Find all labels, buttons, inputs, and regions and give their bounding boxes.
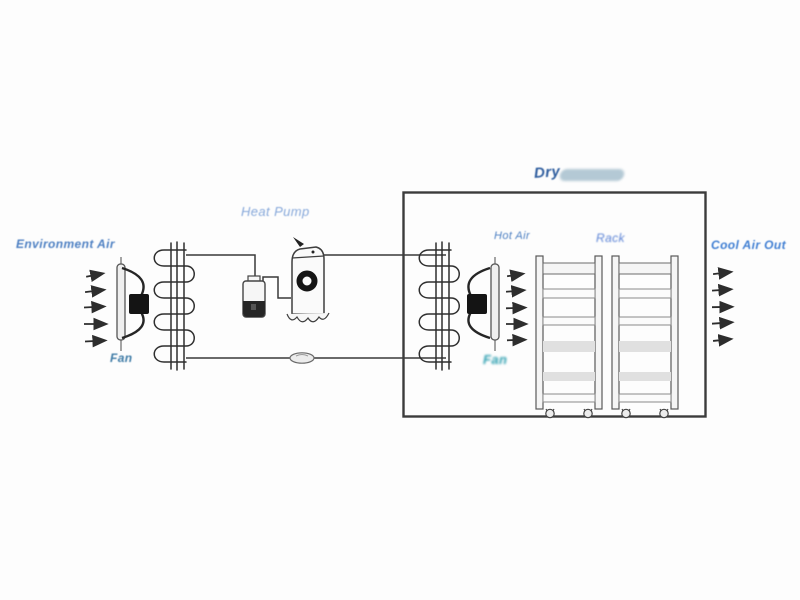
evaporator-coil <box>153 241 195 371</box>
expansion-valve <box>289 352 315 364</box>
fan-left <box>116 257 149 351</box>
fan-right-blade-plate <box>490 263 500 341</box>
heat-pump-label: Heat Pump <box>241 204 310 219</box>
blurred-text-smudge <box>558 169 626 181</box>
pipe-coil-to-accumulator <box>186 254 256 279</box>
fan-right-label: Fan <box>483 352 508 367</box>
dry-chamber-box <box>402 191 707 418</box>
fan-left-motor <box>129 294 149 314</box>
fan-left-blade-plate <box>116 263 126 341</box>
compressor <box>286 237 330 323</box>
hot-air-label: Hot Air <box>494 230 531 242</box>
fan-right <box>467 257 500 351</box>
pipe-accumulator-to-compressor <box>262 276 291 299</box>
cool-air-out-label: Cool Air Out <box>711 238 787 252</box>
dry-chamber-label: Dry <box>533 163 561 182</box>
fan-right-arm-top <box>467 266 491 297</box>
condenser-coil <box>418 241 460 371</box>
rack-label: Rack <box>596 231 625 245</box>
compressor-top-dot <box>311 250 315 254</box>
rack-casters <box>545 408 593 419</box>
fan-right-arm-bottom <box>467 311 491 340</box>
hot-air-arrows <box>505 269 529 347</box>
environment-air-arrows <box>83 269 109 348</box>
compressor-valve-spike <box>293 237 304 247</box>
compressor-skirt <box>286 312 330 323</box>
compressor-ring-logo <box>296 270 318 292</box>
fan-left-label: Fan <box>110 351 133 365</box>
rack-1 <box>535 255 603 419</box>
cool-air-out-arrows <box>711 267 735 347</box>
fan-left-arm-bottom <box>121 311 145 340</box>
fan-left-arm-top <box>121 266 145 297</box>
accumulator <box>242 275 266 318</box>
environment-air-label: Environment Air <box>16 237 115 251</box>
fan-right-motor <box>467 294 487 314</box>
rack-2 <box>611 255 679 419</box>
heat-pump-unit <box>242 237 330 323</box>
